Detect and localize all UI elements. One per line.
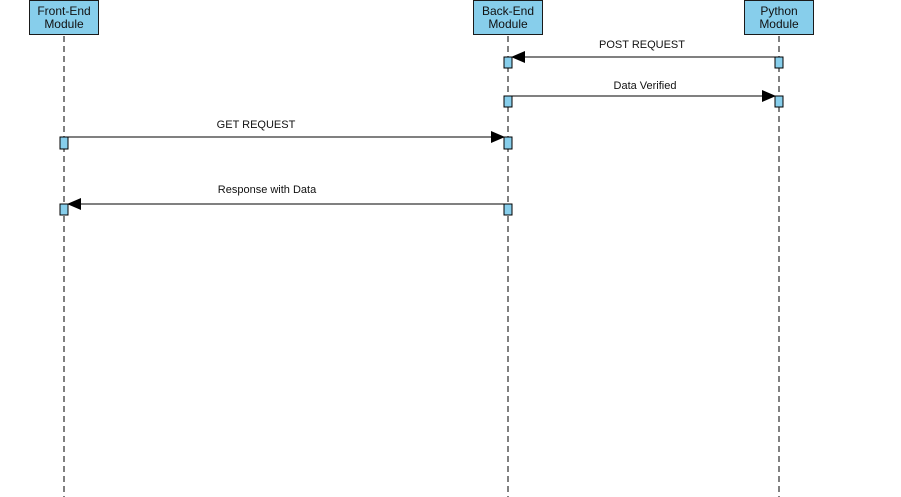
participant-backend[interactable]: Back-End Module bbox=[473, 0, 543, 35]
activation-backend-response bbox=[503, 203, 513, 216]
activation-frontend-response bbox=[59, 203, 69, 216]
activation-backend-post bbox=[503, 56, 513, 69]
message-label-get-request: GET REQUEST bbox=[216, 119, 296, 131]
participant-python[interactable]: Python Module bbox=[744, 0, 814, 35]
activation-backend-get bbox=[503, 136, 513, 150]
message-label-data-verified: Data Verified bbox=[613, 80, 677, 92]
activation-python-post bbox=[774, 56, 784, 69]
message-label-response: Response with Data bbox=[217, 184, 317, 196]
activation-backend-verified bbox=[503, 95, 513, 108]
message-label-post-request: POST REQUEST bbox=[599, 39, 685, 51]
activation-python-verified bbox=[774, 95, 784, 108]
activation-frontend-get bbox=[59, 136, 69, 150]
participant-frontend[interactable]: Front-End Module bbox=[29, 0, 99, 35]
